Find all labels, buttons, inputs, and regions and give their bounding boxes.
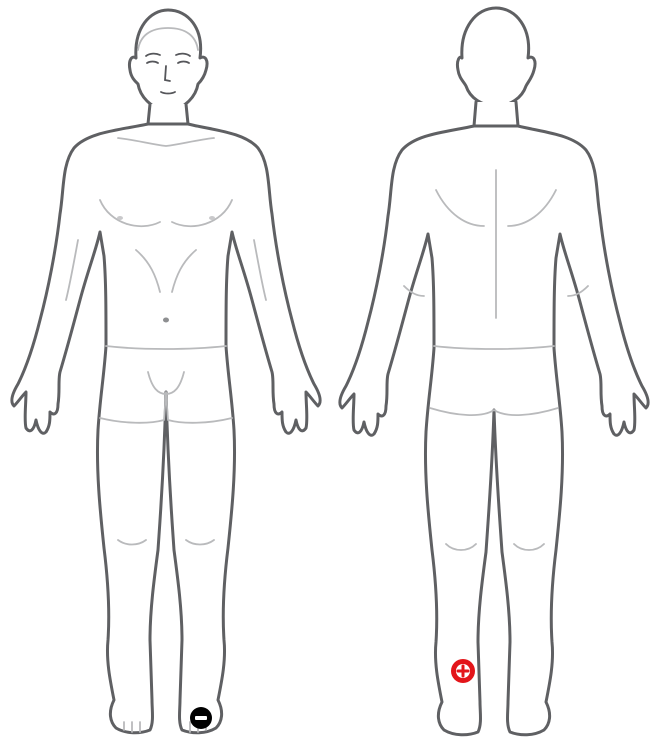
front-neck[interactable] bbox=[148, 104, 188, 124]
front-right-nipple bbox=[209, 216, 215, 220]
front-ankle-minus-marker[interactable] bbox=[190, 707, 212, 729]
back-torso[interactable] bbox=[340, 126, 648, 735]
front-navel bbox=[163, 318, 169, 323]
front-body-view[interactable] bbox=[12, 10, 320, 733]
back-calf-plus-marker[interactable] bbox=[451, 659, 475, 683]
front-left-nipple bbox=[117, 216, 123, 220]
back-body-view[interactable] bbox=[340, 8, 648, 735]
minus-icon bbox=[195, 716, 207, 720]
back-neck[interactable] bbox=[474, 102, 518, 126]
front-head[interactable] bbox=[129, 10, 207, 112]
back-head[interactable] bbox=[457, 8, 535, 106]
front-torso[interactable] bbox=[12, 124, 320, 733]
